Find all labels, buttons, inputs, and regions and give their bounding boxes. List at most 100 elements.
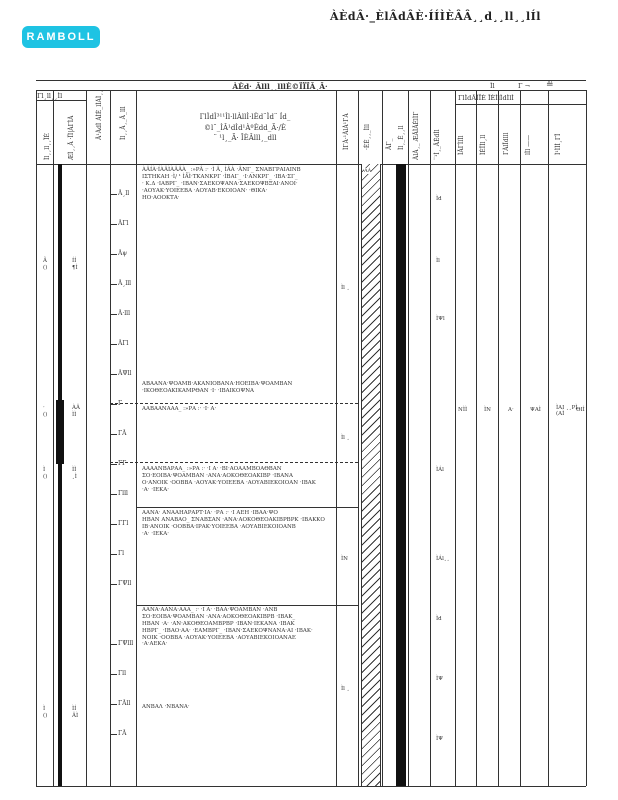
- description-heading: ΓlÌdÌ³¹¹Ìl·llÀllÌ·lÈd¨Ìd¨ Íd_ ©l¨_ÌÂ¹dÌd…: [140, 112, 350, 144]
- ruler-label: ΓΓ: [118, 460, 127, 467]
- ruler-tick: [111, 254, 117, 255]
- spt-value: Ìl ¸: [341, 686, 350, 692]
- hatch-label: ΑÁ: [364, 168, 372, 174]
- elevation-value: ÌÍ ÂÌ: [72, 706, 79, 720]
- spt-value: ÌΝ: [341, 556, 348, 562]
- soil-hatch-column: [361, 164, 381, 786]
- lab-value: ΨΑÌ: [530, 407, 541, 413]
- ruler-tick: [111, 194, 117, 195]
- depth-value: Ì (): [43, 467, 48, 481]
- col-lab-2-label: ÌÂΓÌlÌl: [458, 135, 465, 155]
- col-divider: [455, 90, 456, 786]
- ruler-tick: [111, 404, 117, 405]
- water-mark: Ìl: [436, 258, 440, 264]
- ruler-label: ΓΓl: [118, 520, 129, 527]
- col-symbol-label: Ìl¸_È¸¸ll: [398, 125, 405, 150]
- lab-value: ÌΑΙ ¸¸ΡÌ (ΑÌ: [556, 405, 578, 417]
- col-divider: [520, 90, 521, 786]
- ruler-label: ΓΨll: [118, 580, 132, 587]
- ruler-tick: [111, 464, 117, 465]
- lab-value: ΝÌÌ: [458, 407, 468, 413]
- layer-description: ΑΑΝΑ· ΑΝΑΑΗΑΡΑΡΤ·ΙΑ· ·ΡΑ :· ·Ι ΑΕΗ ·ΙΒΑΑ…: [142, 510, 325, 537]
- ruler-label: Γl: [118, 550, 125, 557]
- lab-value: ΘΙÌ: [576, 407, 585, 413]
- layer-description: ΑΑΑΑΝΒΑΡΑΑ_ :»ΡΑ :· ·Ι Α· ·ΒΙ·ΑΟΑΑΜΒΟΑΘΒ…: [142, 466, 316, 493]
- layer-boundary: [136, 605, 358, 606]
- right-code-2: Γ ¬: [518, 82, 531, 90]
- depth-value: · (): [43, 405, 48, 419]
- col-divider: [336, 90, 337, 786]
- lab-value: Α·: [508, 407, 514, 413]
- col-lab-4-label: ΓÀlÎdlll: [503, 132, 510, 155]
- col-divider: [476, 90, 477, 786]
- layer-description: ΑΑΝΑ·ΑΑΝΑ·ΑΑΑ_ :· ·Ι Α· ·ΒΑΑ·ΨΟΑΜΒΑΝ ·ΑΝ…: [142, 607, 313, 648]
- col-divider: [136, 90, 137, 786]
- company-logo: RAMBOLL: [22, 26, 100, 48]
- col-sample-label: ÂΓ_: [386, 138, 393, 151]
- depth-value: Ì (): [43, 706, 48, 720]
- table-heading: ÀÈd·_Âlll¸¸lllÈ©ÏÏÏÂ¸Â·: [232, 82, 328, 91]
- ruler-label: Â¸lll: [118, 280, 132, 287]
- col-divider: [430, 90, 431, 786]
- water-mark: ÌÁl¸¸: [436, 556, 450, 562]
- ruler-label: Γll: [118, 670, 127, 677]
- sample-column: [396, 164, 406, 786]
- layer-description: ΑΒΑΑΝΑ·ΨΟΑΜΒ·ΑΚΑΝΙΟΒΑΝΑ·ΗΟΕΙΒΑ·ΨΟΑΜΒΑΝ ·…: [142, 381, 293, 394]
- ruler-tick: [111, 524, 117, 525]
- col-layer-label: Ã¹ÀdÌ ÁÌÈ_lÌÁÌ¸¸: [96, 89, 103, 140]
- col-divider: [86, 90, 87, 786]
- left-group-border: [36, 100, 86, 101]
- header-top-border: [36, 90, 586, 91]
- layer-description: ΑΑΒΑΑΝΑΑΑ_ :»ΡΑ :· ·Ι· Α·: [142, 406, 217, 412]
- layer-boundary: [136, 507, 358, 508]
- layer-boundary: [110, 403, 358, 404]
- spt-value: Ìl ¸: [341, 435, 350, 441]
- depth-value: Ã (): [43, 258, 48, 272]
- ruler-label: ΓÂll: [118, 700, 131, 707]
- lab-value: ÌΝ: [484, 407, 491, 413]
- col-divider: [358, 90, 359, 786]
- elevation-value: ÌÌ ¸Ì: [72, 467, 77, 481]
- ruler-label: Âψ: [118, 250, 128, 257]
- ruler-tick: [111, 344, 117, 345]
- col-lab-3-label: ÌÈÎÌl¸ll: [480, 134, 487, 155]
- right-group-label: ΓlÌdÂÏÏÈ ÎÈÌlÌdÌlÌ: [458, 94, 514, 102]
- col-depth-label: Ìl¸¸ll¸¸ÏÈ: [44, 133, 51, 160]
- desc-heading-line-3: ¨ ¹l¸_Ã· ÎÈÂlll¸_dll: [213, 134, 277, 142]
- ruler-tick: [111, 314, 117, 315]
- col-elevation-label: ÆÌ¸¸Â ·ÏÌ|ÀΓÌÀ: [68, 115, 75, 160]
- ruler-tick: [111, 644, 117, 645]
- ruler-label: Â¸ll: [118, 190, 130, 197]
- stratigraphy-segment: [56, 400, 64, 464]
- ruler-label: ÂΓl: [118, 340, 129, 347]
- layer-boundary: [110, 462, 358, 463]
- ruler-tick: [111, 494, 117, 495]
- ruler-tick: [111, 284, 117, 285]
- col-divider: [408, 90, 409, 786]
- col-divider: [548, 90, 549, 786]
- col-divider: [36, 90, 37, 786]
- spt-value: Ìl ¸: [341, 285, 350, 291]
- col-lab-6-label: Ì¹ÌÌÌ¸ΓÎ: [555, 133, 562, 155]
- ruler-tick: [111, 434, 117, 435]
- ruler-label: ΓÂ: [118, 730, 127, 737]
- col-divider: [53, 90, 54, 786]
- ruler-tick: [111, 374, 117, 375]
- water-mark: ÌΨ: [436, 676, 443, 682]
- col-graphic-label: ·ÈÈ¸¸_Ìll: [364, 124, 371, 150]
- ruler-label: Γ: [118, 400, 123, 407]
- water-mark: ÌΨ: [436, 736, 443, 742]
- col-divider: [586, 90, 587, 786]
- ruler-tick: [111, 734, 117, 735]
- ruler-label: ΓΨlll: [118, 640, 134, 647]
- header-rule: [36, 80, 586, 81]
- layer-description: ÀÂÍÀ·ÍÀÂÌÀÂÂÀ_ :»ΡÂ :· ·Ì Â¸ ÌÂÀ ·ÂΝΓ_ Σ…: [142, 167, 301, 201]
- water-mark: Ìd: [436, 616, 442, 622]
- water-mark: Ìd: [436, 196, 442, 202]
- col-divider: [498, 90, 499, 786]
- col-spt-label: ÌΓÀ·¹ÀlÀ¹ΓÀ: [343, 113, 350, 150]
- ruler-tick: [111, 584, 117, 585]
- ruler-tick: [111, 674, 117, 675]
- header-bottom-border: [36, 164, 586, 165]
- right-code-3: ≞: [546, 80, 554, 90]
